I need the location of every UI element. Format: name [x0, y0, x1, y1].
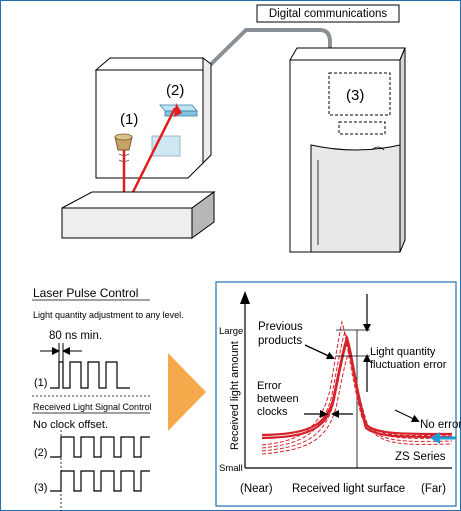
- received-signal-title: Received Light Signal Control: [33, 402, 152, 412]
- comm-label-box: [256, 4, 400, 23]
- graph-panel: Large Small Received light amount (Near)…: [215, 281, 461, 507]
- no-error-label: No error: [420, 419, 461, 431]
- top-diagram: Digital communications (1) (2): [61, 4, 406, 253]
- x-near: (Near): [240, 483, 273, 495]
- row-2-label: (2): [34, 447, 47, 459]
- fluct-line2: fluctuation error: [370, 359, 447, 371]
- clock-error-line1: Error: [257, 380, 282, 392]
- prev-products-line1: Previous: [258, 321, 303, 333]
- prev-products-line2: products: [258, 335, 302, 347]
- x-axis-label: Received light surface: [292, 483, 405, 495]
- laser-pulse-waveform: [50, 361, 130, 389]
- controller: [289, 47, 406, 253]
- row-3-label: (3): [34, 482, 47, 494]
- pulse-width-marker: [40, 343, 82, 372]
- fluct-line1: Light quantity: [370, 346, 436, 358]
- label-1: (1): [120, 111, 138, 128]
- label-3: (3): [346, 87, 364, 104]
- signal-waveform-3: [50, 470, 150, 492]
- pulse-panel: Laser Pulse Control Light quantity adjus…: [32, 286, 184, 511]
- x-far: (Far): [421, 483, 446, 495]
- label-2: (2): [166, 82, 184, 99]
- laser-pulse-title: Laser Pulse Control: [33, 286, 138, 300]
- controller-slot: [338, 121, 386, 135]
- sensor-head: [94, 57, 212, 211]
- controller-display: [328, 72, 391, 116]
- y-small: Small: [219, 463, 243, 474]
- clock-error-line3: clocks: [257, 406, 288, 418]
- zs-curve-2: [261, 337, 453, 440]
- workpiece: [61, 191, 216, 239]
- communication-cable: [201, 28, 332, 74]
- y-large: Large: [219, 326, 243, 337]
- zs-series-label: ZS Series: [395, 451, 446, 463]
- received-signal-subtitle: No clock offset.: [33, 419, 108, 431]
- signal-waveform-2: [50, 436, 150, 458]
- curves: [261, 320, 453, 455]
- row-1-label: (1): [34, 377, 47, 389]
- orange-arrow: [168, 353, 206, 431]
- y-axis-label: Received light amount: [229, 341, 241, 450]
- laser-pulse-subtitle: Light quantity adjustment to any level.: [33, 310, 184, 320]
- pulse-width-label: 80 ns min.: [49, 330, 102, 342]
- clock-error-line2: between: [257, 393, 299, 405]
- comm-label: Digital communications: [269, 8, 387, 20]
